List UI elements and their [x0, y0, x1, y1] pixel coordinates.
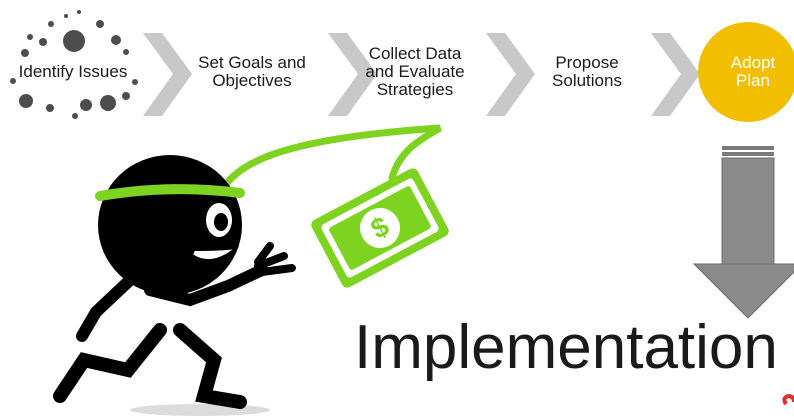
step-propose-solutions: Propose Solutions — [552, 53, 622, 90]
fishing-line — [218, 124, 442, 194]
implementation-title: Implementation — [354, 313, 778, 382]
step-identify-issues: Identify Issues — [18, 62, 128, 81]
down-arrow-icon — [692, 146, 794, 319]
step-adopt-plan: Adopt Plan — [730, 53, 776, 90]
step-set-goals: Set Goals and Objectives — [198, 53, 306, 90]
adopt-plan-circle — [698, 22, 794, 122]
dot-ring-icon — [10, 10, 138, 119]
step-collect-data: Collect Data and Evaluate Strategies — [365, 44, 465, 99]
corner-mark — [782, 393, 794, 406]
running-figure-illustration — [53, 155, 296, 416]
chevron-arrow-icon — [143, 33, 700, 116]
dollar-bill-icon: $ — [311, 168, 449, 288]
